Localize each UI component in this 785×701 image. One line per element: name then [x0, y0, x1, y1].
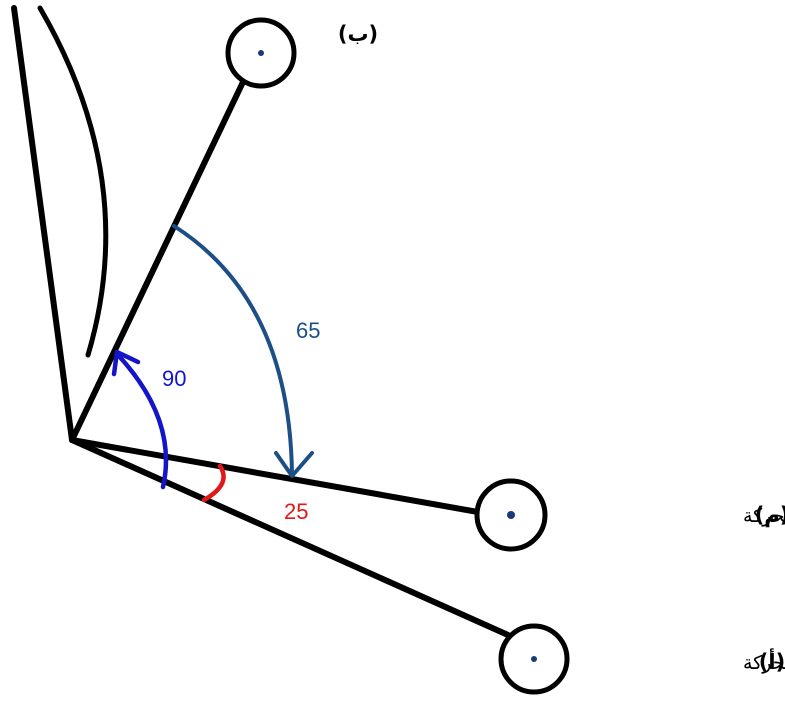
arc-65 — [172, 224, 294, 477]
center-dot-m — [507, 511, 515, 519]
circle-a — [498, 623, 570, 695]
arm-to-a — [69, 437, 511, 638]
center-dot-a — [531, 656, 537, 662]
label-point-m: (م) — [755, 503, 785, 527]
arrowhead-65 — [274, 451, 314, 478]
label-point-a: (أ) — [759, 647, 785, 674]
arm-to-m — [69, 437, 481, 515]
angle-label-25: 25 — [284, 499, 308, 524]
arm-to-b — [69, 79, 246, 443]
center-dot-b — [258, 50, 264, 56]
arrowhead-90 — [111, 349, 141, 377]
body-contour-curve — [37, 5, 109, 358]
label-point-m-text: نهاية الحركة — [743, 505, 785, 527]
fixed-segment — [11, 5, 75, 443]
circle-m — [474, 478, 548, 552]
label-point-a-text: بداية الحركة — [743, 652, 785, 674]
angle-label-65: 65 — [296, 318, 320, 343]
arc-90 — [115, 352, 169, 490]
label-point-b: (ب) — [338, 22, 378, 46]
angle-label-90: 90 — [162, 366, 186, 391]
arc-25 — [201, 463, 226, 503]
circle-b — [225, 17, 297, 89]
